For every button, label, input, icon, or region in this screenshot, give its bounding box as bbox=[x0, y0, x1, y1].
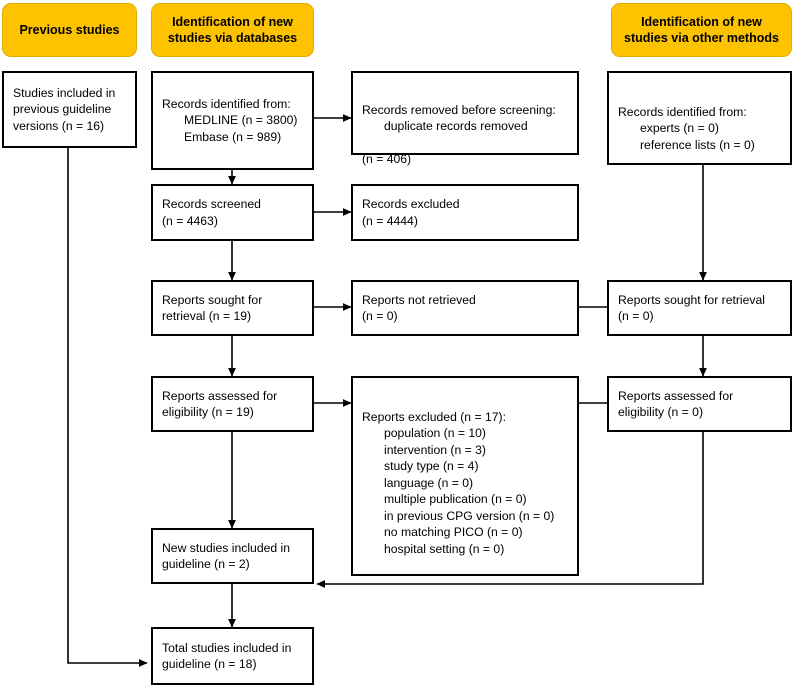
banner-identification-databases: Identification of new studies via databa… bbox=[151, 3, 314, 57]
box-total-studies-included: Total studies included in guideline (n =… bbox=[151, 627, 314, 685]
box-records-excluded: Records excluded (n = 4444) bbox=[351, 184, 579, 241]
banner-identification-databases-label: Identification of new studies via databa… bbox=[167, 15, 298, 45]
reports-excluded-heading: Reports excluded (n = 17): bbox=[362, 409, 506, 424]
box-studies-included-previous-versions-text: Studies included in previous guideline v… bbox=[13, 85, 116, 133]
box-reports-assessed-eligibility-databases: Reports assessed for eligibility (n = 19… bbox=[151, 376, 314, 432]
records-identified-heading: Records identified from: bbox=[162, 96, 291, 111]
box-new-studies-included-text: New studies included in guideline (n = 2… bbox=[162, 540, 291, 572]
box-reports-assessed-eligibility-other: Reports assessed for eligibility (n = 0) bbox=[607, 376, 792, 432]
box-reports-sought-retrieval-other-text: Reports sought for retrieval (n = 0) bbox=[618, 292, 765, 324]
box-records-removed-before-screening-text: Records removed before screening: duplic… bbox=[362, 73, 556, 184]
box-reports-sought-retrieval-databases-text: Reports sought for retrieval (n = 19) bbox=[162, 292, 263, 324]
banner-identification-other-methods-label: Identification of new studies via other … bbox=[624, 15, 779, 45]
box-reports-excluded-with-reasons: Reports excluded (n = 17): population (n… bbox=[351, 376, 579, 576]
box-reports-excluded-with-reasons-text: Reports excluded (n = 17): population (n… bbox=[362, 378, 554, 574]
box-studies-included-previous-versions: Studies included in previous guideline v… bbox=[2, 71, 137, 148]
banner-previous-studies-label: Previous studies bbox=[19, 23, 120, 37]
other-identified-heading: Records identified from: bbox=[618, 104, 747, 119]
box-records-identified-databases-text: Records identified from: MEDLINE (n = 38… bbox=[162, 79, 297, 162]
connector-otherassessed-to-newstudies bbox=[316, 432, 704, 588]
reports-excluded-reasons: population (n = 10) intervention (n = 3)… bbox=[384, 426, 555, 556]
box-reports-sought-retrieval-other: Reports sought for retrieval (n = 0) bbox=[607, 280, 792, 336]
banner-identification-other-methods: Identification of new studies via other … bbox=[611, 3, 792, 57]
box-records-excluded-text: Records excluded (n = 4444) bbox=[362, 197, 460, 228]
records-removed-detail: duplicate records removed bbox=[384, 119, 528, 133]
other-identified-sources: experts (n = 0) reference lists (n = 0) bbox=[640, 121, 755, 152]
connector-previous-to-total bbox=[67, 148, 148, 667]
banner-previous-studies: Previous studies bbox=[2, 3, 137, 57]
records-identified-sources: MEDLINE (n = 3800) Embase (n = 989) bbox=[184, 113, 298, 144]
box-records-identified-other-methods-text: Records identified from: experts (n = 0)… bbox=[618, 73, 755, 170]
box-records-identified-databases: Records identified from: MEDLINE (n = 38… bbox=[151, 71, 314, 170]
box-reports-not-retrieved-text: Reports not retrieved (n = 0) bbox=[362, 292, 476, 324]
box-reports-assessed-eligibility-other-text: Reports assessed for eligibility (n = 0) bbox=[618, 388, 734, 420]
box-new-studies-included: New studies included in guideline (n = 2… bbox=[151, 528, 314, 584]
box-records-screened: Records screened (n = 4463) bbox=[151, 184, 314, 241]
records-removed-heading: Records removed before screening: bbox=[362, 102, 556, 117]
records-removed-count: (n = 406) bbox=[362, 152, 412, 166]
box-records-identified-other-methods: Records identified from: experts (n = 0)… bbox=[607, 71, 792, 165]
box-records-screened-text: Records screened (n = 4463) bbox=[162, 197, 261, 228]
box-reports-not-retrieved: Reports not retrieved (n = 0) bbox=[351, 280, 579, 336]
box-records-removed-before-screening: Records removed before screening: duplic… bbox=[351, 71, 579, 166]
box-reports-sought-retrieval-databases: Reports sought for retrieval (n = 19) bbox=[151, 280, 314, 336]
box-total-studies-included-text: Total studies included in guideline (n =… bbox=[162, 640, 292, 672]
box-reports-assessed-eligibility-databases-text: Reports assessed for eligibility (n = 19… bbox=[162, 388, 278, 420]
